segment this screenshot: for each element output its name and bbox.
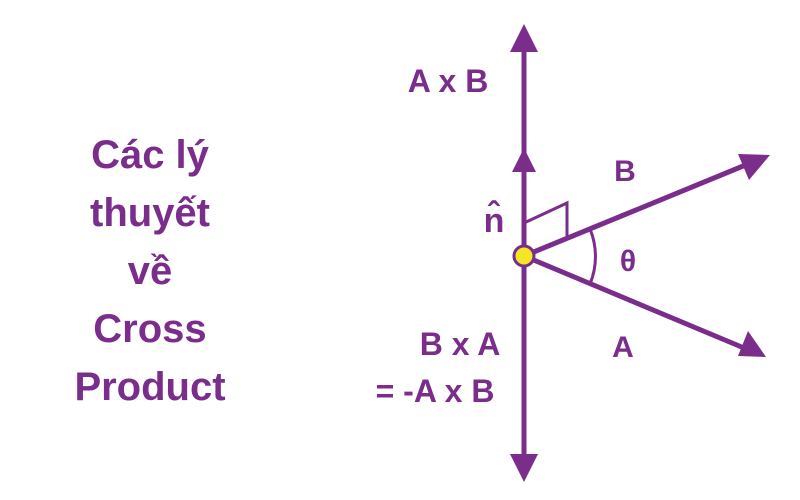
arrow-up-head <box>510 24 538 52</box>
vector-b-line <box>523 161 749 259</box>
theta-arc <box>588 228 597 285</box>
unit-normal-arrow-head <box>512 148 536 172</box>
title-line-3: về <box>127 249 173 293</box>
page-title: Các lý thuyết về Cross Product <box>40 126 260 416</box>
title-line-2: thuyết <box>90 191 210 235</box>
vector-a-line <box>523 253 745 351</box>
label-theta: θ <box>620 245 636 278</box>
right-angle-marker <box>523 200 569 239</box>
title-line-4: Cross <box>93 307 207 351</box>
label-a-cross-b: A x B <box>408 63 489 99</box>
arrow-down-head <box>510 454 538 482</box>
vector-a-arrow-head <box>738 331 766 357</box>
origin-point <box>512 244 536 268</box>
label-b-cross-a: B x A <box>420 326 501 362</box>
title-line-5: Product <box>74 365 226 409</box>
label-unit-normal: n̂ <box>484 201 505 240</box>
title-line-1: Các lý <box>91 133 209 177</box>
label-vector-b: B <box>614 155 636 188</box>
label-vector-a: A <box>612 331 634 364</box>
vector-b-arrow-head <box>738 154 770 180</box>
label-neg-a-cross-b: = -A x B <box>376 373 495 409</box>
